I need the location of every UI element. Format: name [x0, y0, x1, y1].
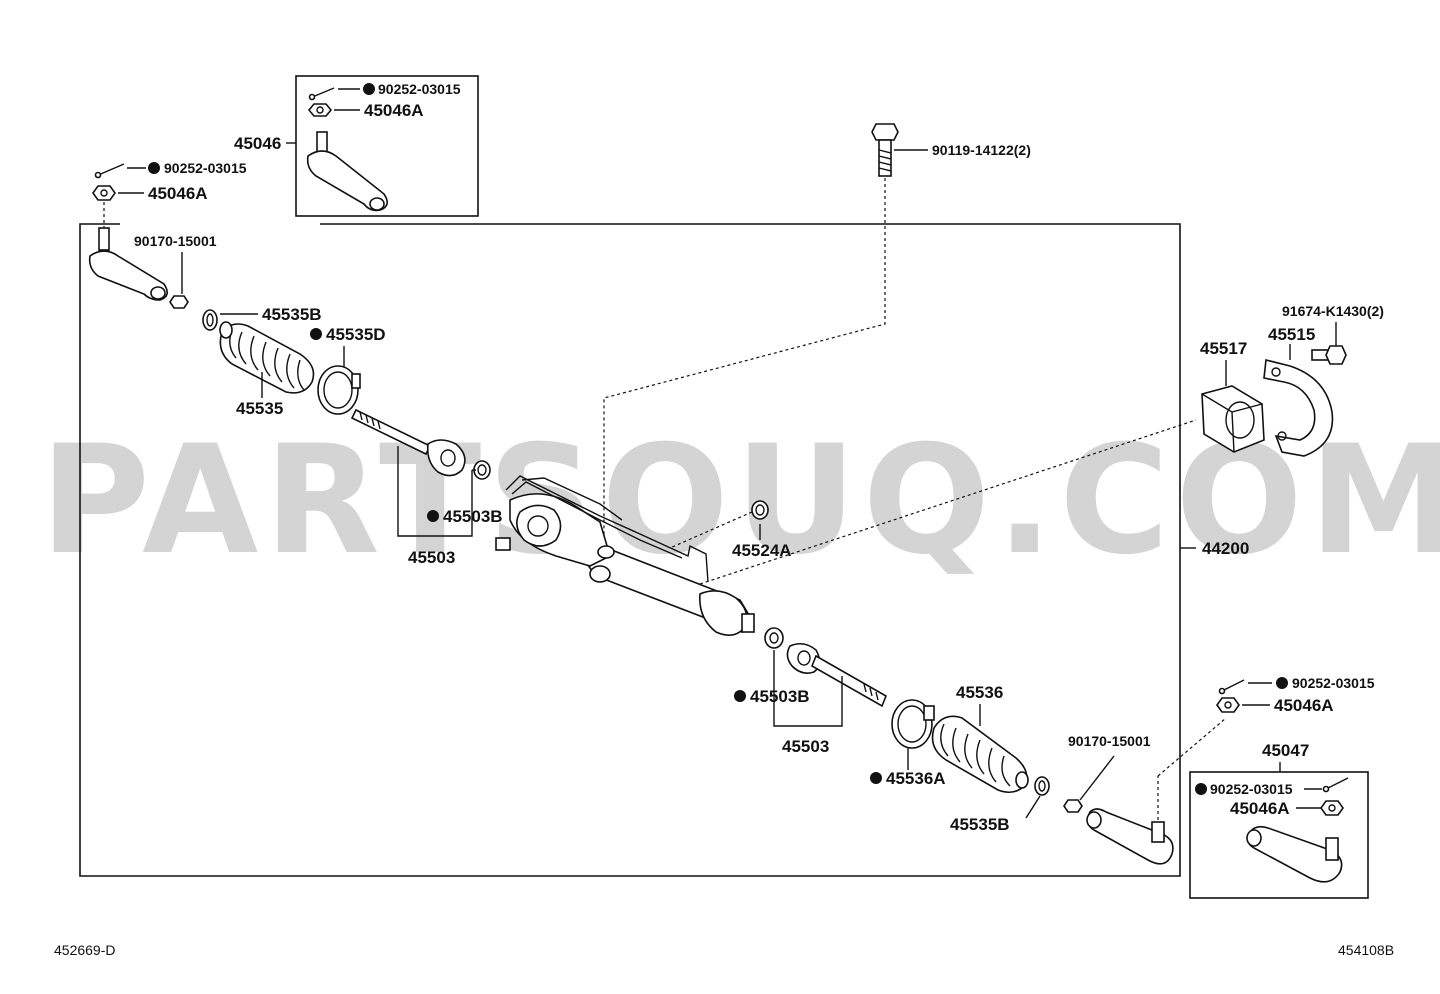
label-45046A-box-left: 45046A [364, 101, 424, 120]
rack-boot-left [219, 321, 315, 394]
label-91674: 91674-K1430(2) [1282, 303, 1384, 319]
label-45503B-top: 45503B [443, 507, 503, 526]
label-90170-left: 90170-15001 [134, 233, 217, 249]
label-44200: 44200 [1202, 539, 1249, 558]
nut-left [92, 185, 116, 201]
tie-rod-inner-top [350, 408, 466, 477]
label-45535D: 45535D [326, 325, 386, 344]
label-45536A: 45536A [886, 769, 946, 788]
rack-boot-right [931, 715, 1029, 794]
grommet-45517 [1201, 385, 1265, 453]
cap-45524A [751, 500, 769, 520]
label-45536: 45536 [956, 683, 1003, 702]
label-45046A-left: 45046A [148, 184, 208, 203]
label-90252-box-left: 90252-03015 [378, 81, 461, 97]
cotter-pin-right [1218, 679, 1245, 695]
label-45503-bottom: 45503 [782, 737, 829, 756]
tie-rod-inner-bottom [786, 642, 888, 708]
diagram-code-right: 454108B [1338, 942, 1394, 958]
non-reusable-marker [1195, 783, 1207, 795]
washer-top [473, 460, 491, 480]
cotter-pin-box-left [308, 87, 335, 101]
nut-box-right [1320, 800, 1344, 816]
boot-clamp-left [202, 309, 218, 331]
label-45047: 45047 [1262, 741, 1309, 760]
lock-nut-left [169, 295, 189, 309]
bracket-45515 [1263, 359, 1334, 457]
label-45535B-bottom: 45535B [950, 815, 1010, 834]
label-90119: 90119-14122(2) [932, 142, 1031, 158]
label-45046A-box-right: 45046A [1230, 799, 1290, 818]
non-reusable-marker [148, 162, 160, 174]
tie-rod-end-box-right [1246, 825, 1343, 883]
mounting-bolt [871, 123, 899, 177]
label-45503-top: 45503 [408, 548, 455, 567]
tie-rod-end-left [88, 227, 168, 301]
label-90252-left: 90252-03015 [164, 160, 247, 176]
tie-rod-end-right [1086, 808, 1174, 865]
non-reusable-marker [870, 772, 882, 784]
non-reusable-marker [734, 690, 746, 702]
boot-clamp-right [1034, 776, 1050, 796]
non-reusable-marker [363, 83, 375, 95]
label-45524A: 45524A [732, 541, 792, 560]
non-reusable-marker [310, 328, 322, 340]
nut-box-left [307, 103, 333, 117]
inset-box-45047 [1189, 771, 1369, 899]
assembly-frame [79, 223, 1181, 877]
label-90252-box-right: 90252-03015 [1210, 781, 1293, 797]
diagram-code-left: 452669-D [54, 942, 116, 958]
boot-clamp-large-left [317, 365, 361, 415]
non-reusable-marker [1276, 677, 1288, 689]
nut-right [1216, 697, 1240, 713]
label-45515: 45515 [1268, 325, 1315, 344]
non-reusable-marker [427, 510, 439, 522]
cotter-pin-left [94, 163, 125, 179]
washer-bottom [764, 627, 784, 649]
tie-rod-end-box-left [306, 131, 388, 212]
steering-gear-housing [495, 475, 755, 636]
label-45046A-right: 45046A [1274, 696, 1334, 715]
label-45517: 45517 [1200, 339, 1247, 358]
label-45503B-bottom: 45503B [750, 687, 810, 706]
label-45535B-top: 45535B [262, 305, 322, 324]
bracket-bolt [1311, 345, 1347, 365]
inset-box-45046 [295, 75, 479, 217]
lock-nut-right [1063, 799, 1083, 813]
label-90170-right: 90170-15001 [1068, 733, 1151, 749]
cotter-pin-box-right [1322, 777, 1349, 793]
label-45046: 45046 [234, 134, 281, 153]
watermark-text: PARTSOUQ.COM [40, 414, 1440, 588]
boot-clamp-large-right [891, 699, 935, 749]
label-45535: 45535 [236, 399, 283, 418]
label-90252-right: 90252-03015 [1292, 675, 1375, 691]
